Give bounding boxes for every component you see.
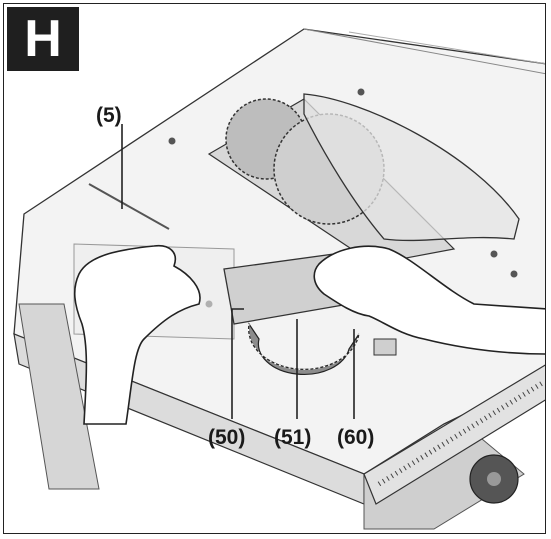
crank-wheel-hub — [487, 472, 501, 486]
callout-50: (50) — [208, 426, 246, 449]
table-saw-illustration — [13, 28, 545, 530]
screw — [490, 250, 498, 258]
table-seam — [348, 31, 545, 65]
figure-frame: H (5) (50) (51) (60) — [3, 3, 546, 534]
callout-60: (60) — [337, 426, 375, 449]
figure-letter: H — [24, 10, 62, 68]
hand-illustration — [73, 244, 201, 425]
mitre-gauge-knob — [373, 338, 397, 356]
screw — [168, 137, 176, 145]
figure-letter-badge: H — [7, 7, 79, 71]
hand-illustration — [313, 245, 545, 355]
table-groove — [303, 28, 545, 75]
callout-5: (5) — [96, 104, 122, 127]
table-groove — [88, 183, 170, 230]
callout-51: (51) — [274, 426, 312, 449]
table-base-left — [18, 303, 100, 490]
screw — [510, 270, 518, 278]
mitre-gauge-scale — [247, 323, 360, 370]
leader-line-50 — [231, 308, 244, 419]
screw — [357, 88, 365, 96]
blade-guard — [303, 93, 520, 242]
